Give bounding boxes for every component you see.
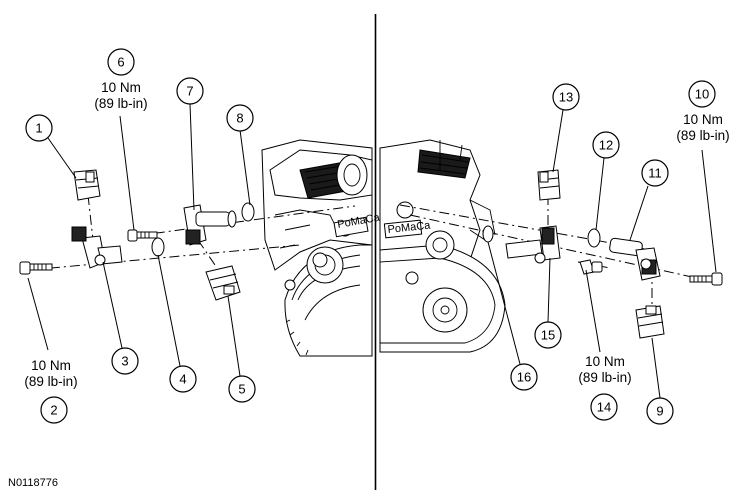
callout-9: 9 [646, 397, 674, 425]
torque-spec-6: 10 Nm (89 lb-in) [94, 80, 147, 111]
torque-spec-14: 10 Nm (89 lb-in) [578, 354, 631, 385]
bolt-14 [579, 259, 603, 275]
o-ring-12 [587, 228, 601, 248]
callout-15-number: 15 [541, 328, 555, 343]
torque-14-nm: 10 Nm [585, 354, 625, 369]
torque-spec-2: 10 Nm (89 lb-in) [24, 358, 77, 389]
callout-13: 13 [552, 83, 580, 111]
callout-14: 14 [590, 393, 618, 421]
callout-7-number: 7 [186, 84, 193, 99]
torque-6-nm: 10 Nm [101, 80, 141, 95]
assembly-line-right-lower [409, 214, 716, 283]
engine-illustration-right [379, 139, 506, 353]
leader-lines [27, 103, 717, 399]
callout-11-number: 11 [648, 166, 662, 181]
bolt-6 [127, 229, 158, 242]
sensor-3 [71, 226, 123, 269]
callout-3: 3 [111, 347, 139, 375]
callout-9-number: 9 [656, 404, 663, 419]
figure-id: N0118776 [8, 477, 58, 489]
assembly-line-left-lower [29, 244, 301, 271]
assembly-line-left-connector [87, 194, 94, 241]
callout-6: 6 [107, 48, 135, 76]
callout-2-number: 2 [50, 403, 57, 418]
callout-3-number: 3 [121, 354, 128, 369]
sensor-15 [505, 225, 561, 264]
torque-2-lbin: (89 lb-in) [24, 374, 77, 389]
connector-13 [537, 169, 561, 201]
bolt-2 [19, 261, 53, 275]
connector-5 [205, 265, 241, 301]
bolt-10 [689, 272, 723, 286]
callout-16: 16 [510, 363, 538, 391]
callout-13-number: 13 [559, 90, 573, 105]
callout-8: 8 [226, 104, 254, 132]
assembly-line-left-upper [134, 205, 356, 237]
torque-6-lbin: (89 lb-in) [94, 96, 147, 111]
callout-1-number: 1 [35, 121, 42, 136]
o-ring-8 [241, 202, 255, 222]
torque-10-nm: 10 Nm [683, 112, 723, 127]
callout-11: 11 [641, 159, 669, 187]
o-ring-16 [482, 225, 494, 243]
callout-5-number: 5 [238, 382, 245, 397]
torque-14-lbin: (89 lb-in) [578, 370, 631, 385]
callout-4-number: 4 [179, 372, 186, 387]
assembly-line-left-connector5 [197, 239, 216, 266]
callout-16-number: 16 [517, 370, 531, 385]
callout-5: 5 [228, 375, 256, 403]
connector-9 [635, 305, 665, 339]
torque-2-nm: 10 Nm [31, 358, 71, 373]
callout-15: 15 [534, 321, 562, 349]
callout-14-number: 14 [597, 400, 611, 415]
sensor-11 [609, 237, 661, 281]
callout-7: 7 [176, 77, 204, 105]
callout-4: 4 [169, 365, 197, 393]
callout-10: 10 [688, 80, 716, 108]
callout-2: 2 [40, 396, 68, 424]
callout-10-number: 10 [695, 87, 709, 102]
torque-spec-10: 10 Nm (89 lb-in) [676, 112, 729, 143]
callout-6-number: 6 [117, 55, 124, 70]
right-block-text: PoMaCa [387, 219, 432, 235]
callout-12-number: 12 [599, 138, 613, 153]
callout-8-number: 8 [236, 111, 243, 126]
callout-12: 12 [592, 131, 620, 159]
block-label-right: PoMaCa [387, 219, 432, 235]
o-ring-4 [151, 237, 165, 257]
callout-1: 1 [25, 114, 53, 142]
sensor-7 [183, 204, 237, 246]
engine-illustration-left [261, 139, 373, 357]
torque-10-lbin: (89 lb-in) [676, 128, 729, 143]
connector-1 [73, 169, 101, 201]
assembly-line-right-upper [399, 204, 651, 251]
